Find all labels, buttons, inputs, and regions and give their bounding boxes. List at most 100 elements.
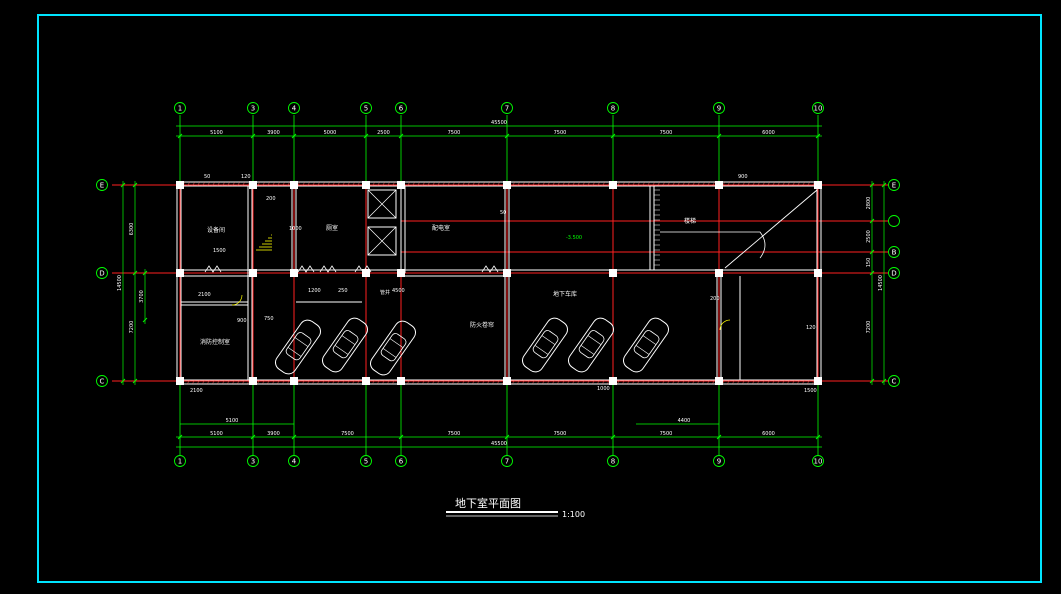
dim-bottom-label: 3900: [267, 431, 280, 437]
wall-hatch: [451, 379, 456, 385]
wall-hatch: [511, 379, 516, 385]
wall-hatch: [371, 379, 376, 385]
column: [362, 269, 370, 277]
wall-hatch: [471, 181, 476, 187]
wall-hatch: [561, 181, 566, 187]
axis-label-B-right: B: [892, 249, 897, 257]
car-rearwindow: [580, 345, 595, 355]
annotation-label: 250: [338, 288, 348, 294]
fire-door-symbol: [354, 265, 372, 273]
dim-left-small-tick: [142, 317, 148, 323]
wall-hatch: [416, 181, 421, 187]
wall-hatch: [516, 379, 521, 385]
wall-hatch: [556, 181, 561, 187]
column: [249, 181, 257, 189]
axis-label-7-top: 7: [505, 105, 509, 113]
car-cabin: [332, 330, 359, 359]
wall-hatch: [596, 379, 601, 385]
dim-left-label: 6300: [129, 223, 135, 236]
axis-label-9-top: 9: [717, 105, 721, 113]
wall-hatch: [236, 379, 241, 385]
wall-hatch: [486, 379, 491, 385]
column: [609, 269, 617, 277]
dim-right-label: 150: [866, 258, 872, 268]
car-icon: [274, 319, 322, 375]
dim-left-tick: [132, 270, 138, 276]
dim-top-label: 2500: [377, 130, 390, 136]
axis-bubble-E-left: [96, 179, 108, 191]
wall-hatch: [691, 181, 696, 187]
outer-wall-inner: [180, 185, 818, 381]
wall-hatch: [616, 181, 621, 187]
wall-hatch: [316, 379, 321, 385]
wall-hatch: [636, 181, 641, 187]
axis-label-10-bottom: 10: [814, 458, 823, 466]
axis-label-3-top: 3: [251, 105, 255, 113]
room-label-shaft: 管井: [380, 289, 390, 296]
wall-hatch: [461, 181, 466, 187]
door-swing: [231, 294, 243, 306]
wall-hatch: [641, 181, 646, 187]
dim-right-tick: [869, 378, 875, 384]
axis-bubble-5-bottom: [360, 455, 372, 467]
wall-hatch: [386, 379, 391, 385]
wall-hatch: [421, 181, 426, 187]
wall-hatch: [456, 181, 461, 187]
car-rearwindow: [382, 348, 397, 358]
wall-hatch: [326, 181, 331, 187]
car-rearwindow: [287, 347, 302, 357]
annotation-label: 1000: [289, 226, 302, 232]
dim-bottom-tick: [177, 434, 183, 440]
wall-hatch: [491, 181, 496, 187]
dim-top-tick: [363, 133, 369, 139]
stair-arrow: [660, 231, 766, 259]
dim-right-tick: [869, 182, 875, 188]
column: [715, 377, 723, 385]
axis-label-3-bottom: 3: [251, 458, 255, 466]
axis-label-6-top: 6: [399, 105, 404, 113]
wall-hatch: [436, 181, 441, 187]
wall-hatch: [776, 379, 781, 385]
axis-bubble-C-right: [888, 375, 900, 387]
wall-hatch: [726, 181, 731, 187]
car-windshield: [294, 337, 309, 347]
wall-hatch: [521, 379, 526, 385]
dim-left-total-tick: [120, 182, 126, 188]
wall-hatch: [731, 181, 736, 187]
axis-label-9-bottom: 9: [717, 458, 721, 466]
wall-hatch: [381, 181, 386, 187]
wall-hatch: [311, 379, 316, 385]
wall-hatch: [761, 181, 766, 187]
wall-hatch: [406, 379, 411, 385]
wall-hatch: [446, 181, 451, 187]
column: [609, 181, 617, 189]
dim-left-small-label: 3700: [139, 290, 145, 303]
axis-label-4-bottom: 4: [292, 458, 297, 466]
wall-hatch: [421, 379, 426, 385]
column: [503, 377, 511, 385]
wall-hatch: [256, 181, 261, 187]
car-cabin: [532, 330, 559, 359]
wall-hatch: [376, 181, 381, 187]
column: [814, 377, 822, 385]
dim-top-label: 7500: [554, 130, 567, 136]
dim-bottom-tick: [716, 434, 722, 440]
car-cabin: [380, 333, 407, 362]
axis-bubble-1-bottom: [174, 455, 186, 467]
axis-bubble-B-right: [888, 246, 900, 258]
wall-hatch: [656, 181, 661, 187]
wall-hatch: [796, 379, 801, 385]
wall-hatch: [621, 181, 626, 187]
axis-bubble-6-top: [395, 102, 407, 114]
wall-hatch: [521, 181, 526, 187]
wall-hatch: [206, 181, 211, 187]
wall-hatch: [356, 181, 361, 187]
wall-hatch: [586, 379, 591, 385]
wall-hatch: [341, 181, 346, 187]
wall-hatch: [591, 181, 596, 187]
annotation-label: 50: [204, 174, 210, 180]
axis-bubble-3-bottom: [247, 455, 259, 467]
wall-hatch: [526, 181, 531, 187]
wall-hatch: [336, 379, 341, 385]
